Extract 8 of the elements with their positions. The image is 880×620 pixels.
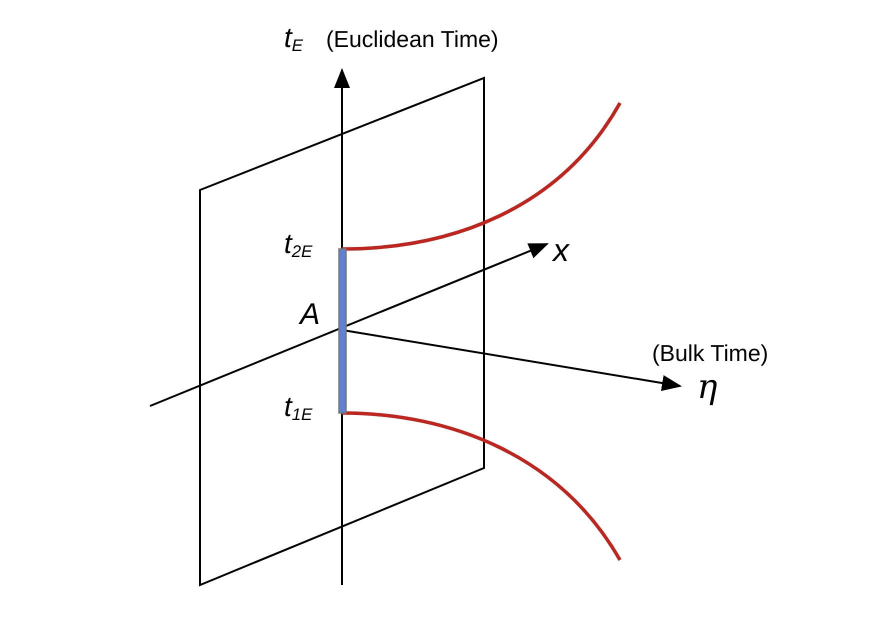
axis-label: η [697, 370, 718, 404]
point-label: t$_{1E}$ [284, 393, 312, 424]
axis-label: (Euclidean Time) [326, 28, 499, 51]
point-label: t$_{2E}$ [284, 230, 312, 261]
point-label: A [300, 300, 320, 330]
axis-label: t$_{E}$ [284, 24, 303, 55]
axis-label: (Bulk Time) [652, 342, 768, 365]
axis-label: x [553, 234, 569, 266]
